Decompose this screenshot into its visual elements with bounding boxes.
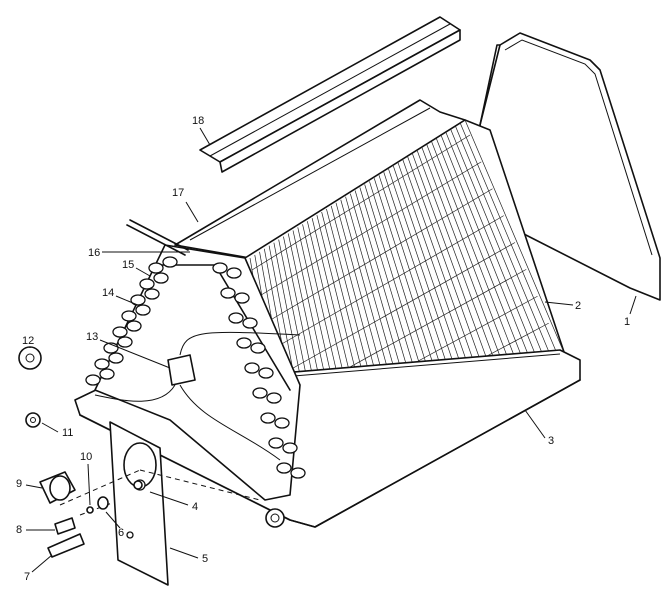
suction-tube-part	[126, 219, 189, 256]
callout-18: 18	[192, 115, 204, 127]
return-bend	[258, 367, 274, 379]
coil-fin-line	[431, 141, 523, 377]
return-bend	[85, 374, 101, 386]
return-bend	[144, 288, 160, 300]
callouts: 1 2 3 4 5 6 7 8 9 10 11 12 13 14 15 16 1	[16, 115, 637, 583]
return-bend	[274, 417, 290, 429]
callout-15: 15	[122, 259, 134, 271]
return-bend	[135, 304, 151, 316]
return-bend	[99, 368, 115, 380]
return-bend	[162, 256, 178, 268]
coil-fin-line	[464, 119, 566, 356]
return-bend	[260, 412, 276, 424]
access-plate-part	[109, 421, 169, 586]
callout-17: 17	[172, 187, 184, 199]
coil-tube-row	[271, 242, 516, 381]
coil-fin-line	[416, 150, 505, 387]
fittings	[18, 346, 285, 558]
coil-tube-row	[251, 134, 471, 271]
callout-6: 6	[118, 527, 124, 539]
distributor-part	[94, 331, 301, 461]
callout-13: 13	[86, 331, 98, 343]
return-bend	[250, 342, 266, 354]
coil-fin-line	[445, 132, 541, 368]
return-bend	[244, 362, 260, 374]
callout-1: 1	[624, 316, 630, 328]
return-bend	[268, 437, 284, 449]
return-bend	[226, 267, 242, 279]
callout-11: 11	[62, 427, 73, 439]
return-bend	[153, 272, 169, 284]
return-bend	[126, 320, 142, 332]
callout-2: 2	[575, 300, 581, 312]
top-channel-part	[199, 16, 461, 173]
return-bends-array	[85, 256, 306, 479]
return-bend	[252, 387, 268, 399]
callout-12: 12	[22, 335, 34, 347]
coil-fin-line	[412, 153, 499, 390]
callout-9: 9	[16, 478, 22, 490]
return-bend	[228, 312, 244, 324]
return-bend	[220, 287, 236, 299]
callout-8: 8	[16, 524, 22, 536]
coil-fin-line	[426, 144, 517, 381]
return-bend	[112, 326, 128, 338]
callout-14: 14	[102, 287, 114, 299]
return-bend	[139, 278, 155, 290]
coil-fin-line	[407, 156, 492, 393]
return-bend	[266, 392, 282, 404]
coil-fin-line	[402, 159, 486, 396]
coil-tube-row	[261, 188, 493, 326]
coil-tube-row	[266, 215, 504, 353]
return-bend	[282, 442, 298, 454]
return-bend	[290, 467, 306, 479]
return-bend	[148, 262, 164, 274]
callout-4: 4	[192, 501, 198, 513]
return-bend	[94, 358, 110, 370]
top-cover-part	[174, 99, 466, 259]
return-bend	[242, 317, 258, 329]
return-bend	[212, 262, 228, 274]
coil-fin-line	[440, 135, 535, 371]
callout-10: 10	[80, 451, 92, 463]
callout-5: 5	[202, 553, 208, 565]
callout-7: 7	[24, 571, 30, 583]
coil-fin-line	[436, 138, 529, 374]
return-bend	[121, 310, 137, 322]
coil-tube-row	[256, 161, 482, 298]
coil-fin-line	[450, 129, 547, 365]
callout-16: 16	[88, 247, 100, 259]
return-bend	[234, 292, 250, 304]
return-bend	[117, 336, 133, 348]
coil-fin-line	[455, 125, 554, 362]
left-coil-face	[85, 244, 306, 501]
coil-fin-line	[421, 147, 511, 384]
coil-fin-line	[459, 122, 560, 359]
return-bend	[276, 462, 292, 474]
callout-3: 3	[548, 435, 554, 447]
return-bend	[108, 352, 124, 364]
return-bend	[236, 337, 252, 349]
